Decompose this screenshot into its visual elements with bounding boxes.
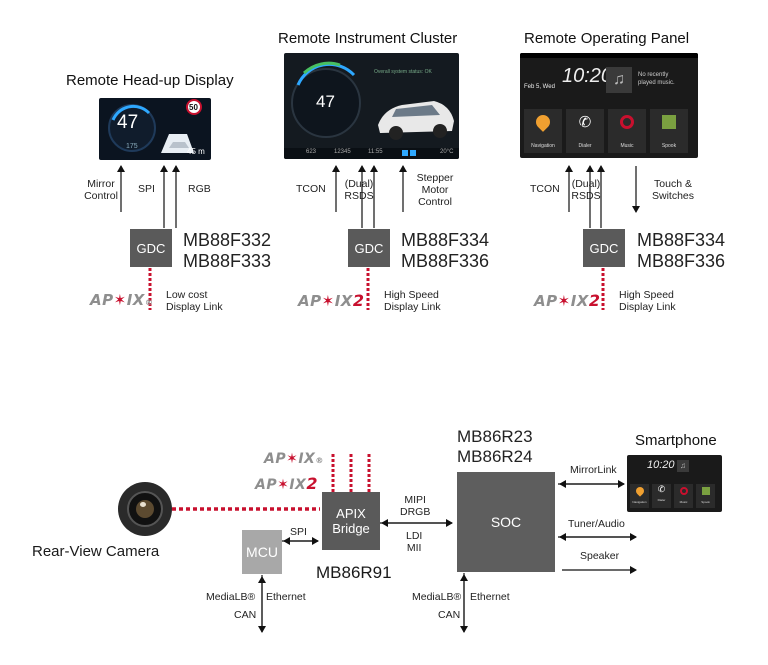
panel-clock: 10:20 — [562, 65, 613, 87]
smartphone-screen: 10:20 ♫ Navigation ✆ Dialer Music Spook — [627, 455, 722, 512]
mirrorlink-label: MirrorLink — [570, 464, 617, 476]
phone-clock: 10:20 — [647, 459, 675, 471]
bridge-apix-logo: AP✶IX® — [264, 451, 324, 467]
speaker-label: Speaker — [580, 550, 620, 562]
hud-title: Remote Head-up Display — [66, 72, 234, 89]
signal-tcon-panel: TCON — [530, 183, 560, 195]
panel-part-2: MB88F336 — [637, 251, 726, 271]
signal-rgb: RGB — [188, 183, 211, 195]
panel-date: Feb 5, Wed — [524, 84, 555, 90]
soc-block: SOC — [457, 472, 555, 572]
cluster-gdc-chip: GDC — [348, 229, 390, 267]
cluster-trip: 12345 — [334, 149, 351, 155]
mcu-ethernet-label: Ethernet — [266, 591, 306, 603]
cluster-screen: 47 Overall system status: OK 623 12345 1… — [284, 53, 459, 159]
hud-screen-graphic — [108, 99, 202, 153]
camera-icon — [118, 482, 172, 536]
cluster-time: 11:55 — [368, 149, 383, 155]
panel-app-dialer[interactable]: ✆ Dialer — [566, 109, 604, 153]
hud-speed-sub: 175 — [126, 143, 138, 150]
hud-part-2: MB88F333 — [183, 251, 272, 271]
cluster-apix2-logo: AP✶IX2 — [298, 291, 365, 310]
panel-app-spook[interactable]: Spook — [650, 109, 688, 153]
signal-stepper: Stepper Motor Control — [416, 172, 454, 208]
cluster-status: Overall system status: OK — [374, 69, 432, 75]
panel-music-note: No recently played music. — [638, 72, 675, 86]
cluster-part-1: MB88F334 — [401, 230, 490, 250]
panel-title: Remote Operating Panel — [524, 30, 690, 47]
headphones-icon — [620, 115, 634, 129]
spi-label: SPI — [290, 526, 307, 538]
smartphone-title: Smartphone — [635, 432, 717, 449]
phone-app-navigation[interactable]: Navigation — [630, 484, 649, 508]
cluster-screen-graphic — [284, 61, 459, 159]
phone-spook-icon — [701, 487, 710, 495]
phone-headphones-icon — [679, 487, 688, 495]
signal-mirror-control: Mirror Control — [84, 178, 118, 202]
panel-screen: 10:20 Feb 5, Wed ♫ No recently played mu… — [520, 53, 698, 158]
hud-speed: 47 — [117, 112, 139, 133]
hud-speed-limit: 50 — [189, 103, 198, 112]
mcu-medialb-label: MediaLB® — [206, 591, 256, 603]
hud-distance: 45 m — [187, 147, 205, 156]
phone-app-music[interactable]: Music — [674, 484, 693, 508]
camera-label: Rear-View Camera — [32, 543, 160, 560]
signal-touch: Touch & Switches — [651, 178, 694, 202]
signal-spi: SPI — [138, 183, 155, 195]
phone-music-icon: ♫ — [677, 460, 689, 472]
signal-dual-rsds-panel: (Dual) RSDS — [571, 178, 601, 202]
bridge-apix2-logo: AP✶IX2 — [255, 474, 318, 493]
soc-part-1: MB86R23 — [457, 427, 533, 446]
hud-part-1: MB88F332 — [183, 230, 272, 250]
signal-tcon: TCON — [296, 183, 326, 195]
bridge-part: MB86R91 — [316, 563, 392, 582]
cluster-speed: 47 — [316, 92, 335, 111]
signal-dual-rsds: (Dual) RSDS — [344, 178, 374, 202]
hud-gdc-chip: GDC — [130, 229, 172, 267]
mcu-can-label: CAN — [234, 609, 257, 621]
panel-link-label: High Speed Display Link — [619, 289, 676, 313]
navigation-icon — [533, 112, 553, 132]
spook-icon — [662, 115, 676, 129]
phone-navigation-icon — [633, 485, 646, 497]
soc-part-2: MB86R24 — [457, 447, 533, 466]
cluster-odo: 623 — [306, 149, 317, 155]
mcu-block: MCU — [242, 530, 282, 574]
cluster-link-label: High Speed Display Link — [384, 289, 441, 313]
panel-part-1: MB88F334 — [637, 230, 726, 250]
cluster-title: Remote Instrument Cluster — [278, 30, 458, 47]
apix-bridge-block: APIX Bridge — [322, 492, 380, 550]
phone-app-spook[interactable]: Spook — [696, 484, 715, 508]
ldi-label: LDI MII — [406, 530, 423, 554]
music-note-icon: ♫ — [606, 67, 632, 93]
phone-app-dialer[interactable]: ✆ Dialer — [652, 484, 671, 508]
phone-icon: ✆ — [578, 114, 592, 131]
mipi-label: MIPI DRGB — [400, 494, 431, 518]
panel-gdc-chip: GDC — [583, 229, 625, 267]
cluster-part-2: MB88F336 — [401, 251, 490, 271]
panel-apix2-logo: AP✶IX2 — [534, 291, 601, 310]
tuner-label: Tuner/Audio — [568, 518, 625, 530]
panel-app-navigation[interactable]: Navigation — [524, 109, 562, 153]
soc-medialb-label: MediaLB® — [412, 591, 462, 603]
panel-app-music[interactable]: Music — [608, 109, 646, 153]
hud-link-label: Low cost Display Link — [166, 289, 223, 313]
hud-screen: 47 175 50 45 m — [99, 98, 211, 160]
phone-dialer-icon: ✆ — [657, 484, 666, 494]
hud-apix-logo: AP✶IX® — [90, 291, 154, 309]
soc-can-label: CAN — [438, 609, 461, 621]
cluster-temp: 20°C — [440, 149, 454, 155]
soc-ethernet-label: Ethernet — [470, 591, 510, 603]
